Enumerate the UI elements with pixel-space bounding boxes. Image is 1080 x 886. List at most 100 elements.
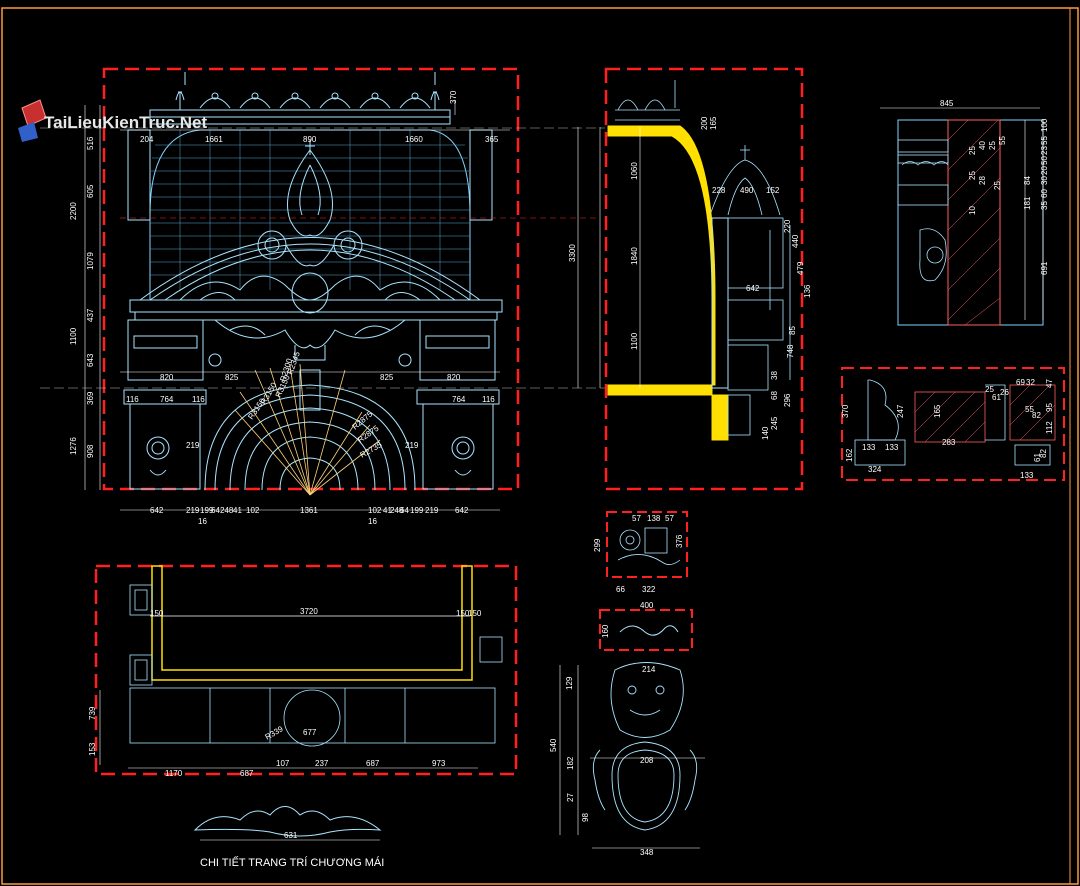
drawing-caption: CHI TIẾT TRANG TRÍ CHƯƠNG MÁI [200, 856, 384, 869]
lion-label: 208 [640, 756, 654, 765]
cornice-label: 283 [942, 438, 956, 447]
elevation-col-label: 116 [126, 395, 139, 404]
elevation-bottom-width: 199 [410, 506, 424, 515]
plan-side: 150 [456, 609, 470, 618]
profile-mouldings [897, 139, 949, 282]
cornice-label: 25 [985, 385, 994, 394]
section-label: 440 [791, 234, 800, 248]
elevation-left-height: 1079 [86, 252, 95, 270]
plan-left: 739 [88, 706, 97, 720]
plan-side: 150 [468, 609, 482, 618]
profile-right: 84 [1023, 176, 1032, 185]
section-label: 68 [770, 391, 779, 400]
profile-inner: 28 [978, 176, 987, 185]
section-label: 140 [761, 426, 770, 440]
section-frame [604, 67, 804, 491]
elevation-mid-width: 825 [380, 373, 394, 382]
cornice-label: 61 [1033, 453, 1042, 462]
plan-bottom: 687 [240, 769, 254, 778]
elevation-left-height: 2200 [69, 202, 78, 220]
cornice-label: 47 [1045, 379, 1054, 388]
section-label: 136 [803, 284, 812, 298]
profile-inner: 10 [968, 206, 977, 215]
elevation-bottom-width: 41 [383, 506, 392, 515]
section-label: 220 [783, 219, 792, 233]
profile-right: 691 [1040, 261, 1049, 275]
profile-inner: 25 [968, 171, 977, 180]
plan-bottom: 687 [366, 759, 380, 768]
plan-bottom: 107 [276, 759, 290, 768]
lion-dimensions [559, 665, 705, 849]
lion-shapes [592, 662, 698, 831]
plan-bottom: 1170 [165, 769, 183, 778]
profile-right: 35 [1040, 201, 1049, 210]
section-dimensions [577, 127, 641, 388]
profile-inner: 40 [978, 141, 987, 150]
elevation-top-width: 890 [303, 135, 317, 144]
elevation-bottom-width: 64 [400, 506, 409, 515]
plan-left: 153 [88, 742, 97, 756]
profile-inner: 55 [998, 136, 1007, 145]
profile-hatch [947, 119, 1001, 326]
plan-bottom: 973 [432, 759, 446, 768]
profile-right: 20 [1040, 166, 1049, 175]
section-label: 228 [712, 186, 726, 195]
elevation-top-width: 1660 [405, 135, 423, 144]
plan-bottom: 237 [315, 759, 329, 768]
cornice-label: 162 [845, 448, 854, 462]
section-label: 490 [740, 186, 754, 195]
section-label: 296 [783, 393, 792, 407]
columns [123, 129, 500, 490]
elevation-left-height: 1100 [69, 327, 78, 345]
section-label: 85 [788, 326, 797, 335]
elevation-col-label: 116 [192, 395, 205, 404]
elevation-bottom-small: 16 [198, 517, 207, 526]
elevation-col-label: 764 [452, 395, 466, 404]
lion-label: 214 [642, 665, 656, 674]
elevation-mid-width: 825 [225, 373, 239, 382]
frieze-label: 160 [601, 624, 610, 638]
bottom-ornament-shape [193, 806, 382, 837]
cornice-label: 324 [868, 465, 882, 474]
cornice-shapes [854, 379, 1056, 466]
elevation-col-label: 764 [160, 395, 174, 404]
elevation-bottom-width: 219 [425, 506, 439, 515]
watermark: TaiLieuKienTruc.Net [18, 99, 207, 142]
profile-inner: 25 [993, 181, 1002, 190]
elevation-col-label: 219 [186, 441, 200, 450]
profile-inner: 25 [988, 141, 997, 150]
cornice-label: 82 [1039, 449, 1048, 458]
elevation-left-height: 369 [86, 391, 95, 405]
cornice-label: 61 [992, 393, 1001, 402]
lion-label: 348 [640, 848, 654, 857]
plan-dimensions [99, 690, 478, 769]
plan-yellow-wall [151, 565, 473, 681]
frieze-frame [599, 609, 693, 651]
elevation-left-height: 908 [86, 444, 95, 458]
profile-right: 60 [1040, 189, 1049, 198]
cornice-label: 26 [1000, 388, 1009, 397]
rosette-shape [617, 527, 681, 565]
watermark-logo-part [18, 122, 38, 142]
frieze-ornament [619, 625, 679, 636]
cornice-frame [841, 367, 1065, 481]
fan-lines [234, 363, 381, 496]
section-left: 1840 [630, 247, 639, 265]
elevation-frame [102, 67, 520, 491]
cornice-label: 133 [885, 443, 899, 452]
cornice-label: 247 [896, 404, 905, 418]
plan-lines [129, 584, 503, 747]
cornice-label: 95 [1045, 403, 1054, 412]
